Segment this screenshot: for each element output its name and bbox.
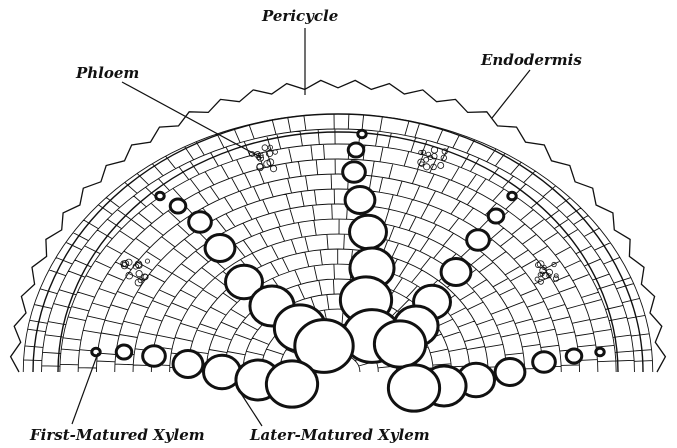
xylem-vessel <box>170 199 186 213</box>
phloem-cell <box>136 271 142 277</box>
pericycle-label: Pericycle <box>262 9 338 24</box>
first-matured-xylem-label: First-Matured Xylem <box>30 428 205 443</box>
phloem-cell <box>431 147 437 153</box>
phloem-cell <box>262 145 268 151</box>
phloem-cell <box>438 162 444 168</box>
xylem-vessel <box>348 143 364 157</box>
tissue-layer <box>11 80 666 411</box>
first-xylem-leader <box>72 353 98 424</box>
phloem-cell <box>145 259 149 263</box>
xylem-vessel <box>596 348 604 356</box>
phloem-leader <box>122 82 262 158</box>
xylem-vessel <box>343 162 366 183</box>
xylem-vessel <box>566 349 582 363</box>
xylem-vessel <box>508 192 516 200</box>
phloem-cell <box>270 166 276 172</box>
xylem-vessel <box>488 209 504 223</box>
xylem-vessel <box>189 212 212 233</box>
phloem-cell <box>273 150 278 155</box>
xylem-vessel <box>116 345 132 359</box>
xylem-vessel <box>533 352 556 373</box>
xylem-vessel <box>156 192 164 200</box>
xylem-vessel <box>173 351 203 378</box>
xylem-vessel <box>374 321 425 367</box>
xylem-vessel <box>143 346 166 367</box>
xylem-vessel <box>205 235 235 262</box>
later-matured-xylem-label: Later-Matured Xylem <box>250 428 430 443</box>
xylem-vessel <box>358 130 366 138</box>
phloem-cell <box>535 277 539 281</box>
endodermis-label: Endodermis <box>481 53 582 68</box>
xylem-vessel <box>350 215 387 248</box>
xylem-vessel <box>495 359 525 386</box>
xylem-vessel <box>441 259 471 286</box>
xylem-vessel <box>388 365 439 411</box>
xylem-vessel <box>345 187 375 214</box>
xylem-vessel <box>92 348 100 356</box>
xylem-vessel <box>467 230 490 251</box>
phloem-label: Phloem <box>76 66 139 81</box>
endodermis-leader <box>492 70 530 118</box>
phloem-cell <box>424 164 430 170</box>
xylem-vessel <box>266 361 317 407</box>
